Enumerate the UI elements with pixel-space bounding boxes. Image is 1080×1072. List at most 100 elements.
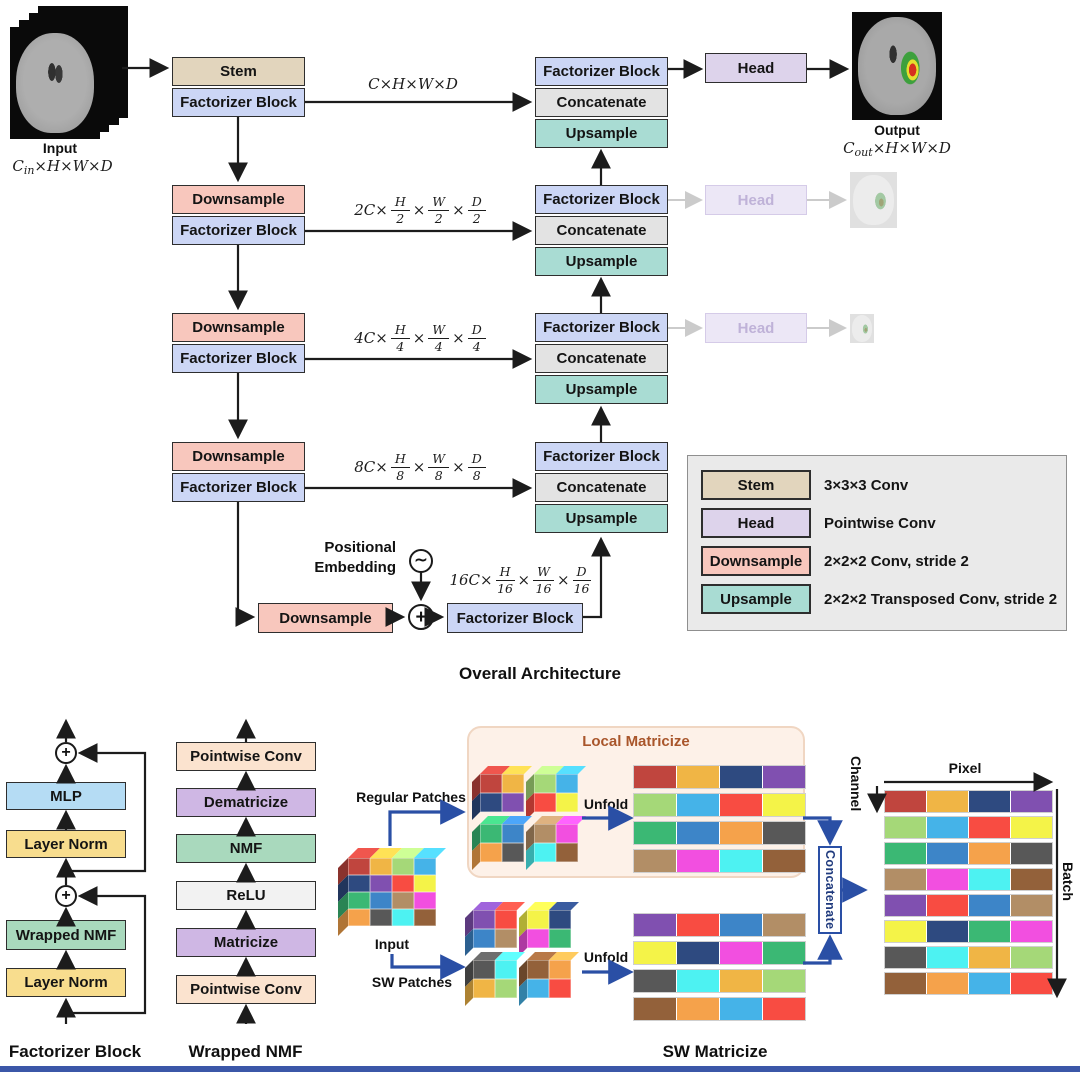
head-block-2-faded: Head [705,185,807,215]
legend-swatch: Stem [701,470,811,500]
add-icon: + [408,604,434,630]
brain-segmentation-image [858,17,936,115]
downsample-block-4: Downsample [172,442,305,471]
regular-unfold-matrix [633,765,806,877]
legend-desc: 2×2×2 Conv, stride 2 [824,552,969,570]
factorizer-block-dec-4: Factorizer Block [535,442,668,471]
mlp-block: MLP [6,782,126,810]
positional-embedding-label: Positional Embedding [300,538,396,579]
input-label: Input [42,140,78,156]
output-mri-faded-2 [850,172,897,228]
legend-desc: 2×2×2 Transposed Conv, stride 2 [824,590,1058,608]
legend-desc: 3×3×3 Conv [824,476,909,494]
regular-patch-cube-4 [526,816,586,870]
head-block-3-faded: Head [705,313,807,343]
input-dims: Cin×H×W×D [12,157,113,177]
faded-brain-image [853,174,894,226]
upsample-block-2: Upsample [535,247,668,276]
sw-patch-cube-3 [465,952,525,1006]
legend-row: Stem 3×3×3 Conv [701,470,1066,500]
unfold-label-bottom: Unfold [583,949,629,965]
downsample-block-2: Downsample [172,185,305,214]
overall-architecture-caption: Overall Architecture [459,664,621,683]
output-label: Output [874,122,920,138]
output-dims: Cout×H×W×D [843,139,951,159]
regular-patch-cube-3 [472,816,532,870]
nmf-block: NMF [176,834,316,863]
skip-dims-1: C×H×W×D [368,75,458,93]
factorizer-block-enc-4: Factorizer Block [172,473,305,502]
legend-swatch: Upsample [701,584,811,614]
upsample-block-3: Upsample [535,375,668,404]
factorizer-block-enc-3: Factorizer Block [172,344,305,373]
layer-norm-block-bottom: Layer Norm [6,968,126,997]
add-icon: + [55,742,77,764]
faded-brain-image [851,315,873,342]
bottom-divider-bar [0,1066,1080,1072]
input-mri-stack [10,6,130,142]
stem-block: Stem [172,57,305,86]
output-mri-faded-3 [850,314,874,343]
downsample-block-5: Downsample [258,603,393,633]
layer-norm-block-top: Layer Norm [6,830,126,858]
dematricize-block: Dematricize [176,788,316,817]
matricize-block: Matricize [176,928,316,957]
concatenate-block-2: Concatenate [535,216,668,245]
sw-patches-label: SW Patches [371,974,453,990]
factorizer-block-dec-1: Factorizer Block [535,57,668,86]
factorizer-block-bottleneck: Factorizer Block [447,603,583,633]
upsample-block-1: Upsample [535,119,668,148]
sw-input-label: Input [374,936,410,952]
head-block-1: Head [705,53,807,83]
sw-patch-cube-2 [519,902,579,956]
batch-matrix [884,790,1053,998]
tilde-icon: ∼ [409,549,433,573]
channel-axis-label: Channel [848,756,864,812]
factorizer-block-dec-3: Factorizer Block [535,313,668,342]
legend-row: Head Pointwise Conv [701,508,1066,538]
legend-row: Downsample 2×2×2 Conv, stride 2 [701,546,1066,576]
sw-unfold-matrix [633,913,806,1025]
relu-block: ReLU [176,881,316,910]
legend-swatch: Downsample [701,546,811,576]
sw-concatenate-label: Concatenate [823,850,837,930]
legend-swatch: Head [701,508,811,538]
factorizer-block-enc-2: Factorizer Block [172,216,305,245]
local-matricize-title: Local Matricize [582,733,690,750]
positional-embedding-line1: Positional [324,539,396,556]
concatenate-block-4: Concatenate [535,473,668,502]
concatenate-block-3: Concatenate [535,344,668,373]
factorizer-block-caption: Factorizer Block [8,1042,142,1061]
pixel-axis-label: Pixel [948,760,982,776]
pointwise-conv-block-top: Pointwise Conv [176,742,316,771]
wrapped-nmf-block: Wrapped NMF [6,920,126,950]
sw-concatenate-box: Concatenate [818,846,842,934]
add-icon: + [55,885,77,907]
concatenate-block-1: Concatenate [535,88,668,117]
legend-row: Upsample 2×2×2 Transposed Conv, stride 2 [701,584,1066,614]
factorizer-block-dec-2: Factorizer Block [535,185,668,214]
mri-slice-front [10,27,100,139]
wrapped-nmf-caption: Wrapped NMF [188,1042,303,1061]
pointwise-conv-block-bottom: Pointwise Conv [176,975,316,1004]
sw-matricize-caption: SW Matricize [662,1042,768,1061]
factorizer-block-enc-1: Factorizer Block [172,88,305,117]
sw-patch-cube-4 [519,952,579,1006]
regular-patches-label: Regular Patches [356,789,466,805]
upsample-block-4: Upsample [535,504,668,533]
sw-patch-cube-1 [465,902,525,956]
positional-embedding-line2: Embedding [314,559,396,577]
regular-patch-cube-1 [472,766,532,820]
batch-axis-label: Batch [1060,862,1076,901]
legend-desc: Pointwise Conv [824,514,936,532]
output-mri [852,12,942,120]
input-cube [338,848,446,936]
brain-image [16,32,94,134]
regular-patch-cube-2 [526,766,586,820]
